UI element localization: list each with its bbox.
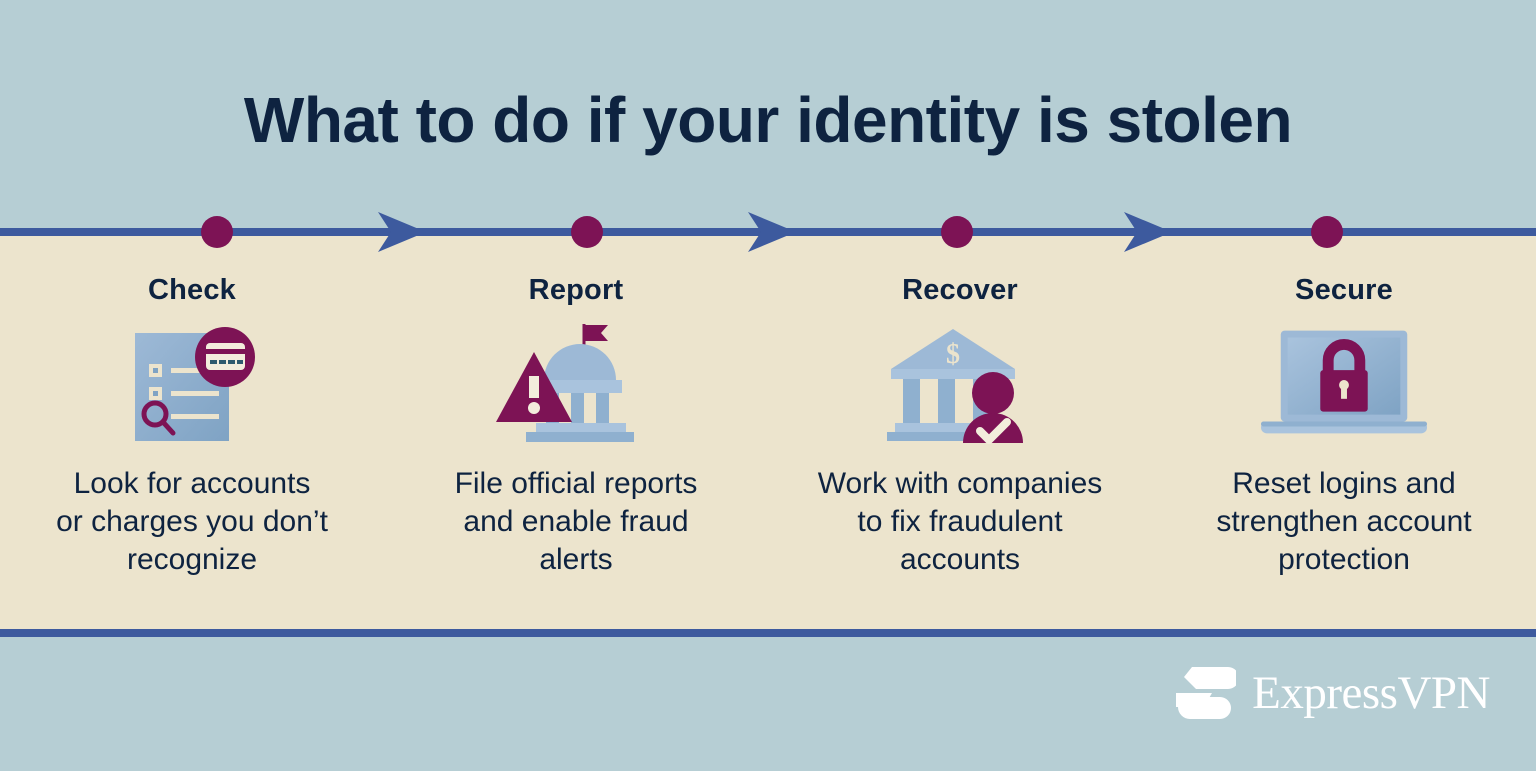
timeline-arrow-icon-2 — [744, 209, 800, 255]
step-description-check: Look for accounts or charges you don’t r… — [56, 467, 328, 576]
step-label-secure: Secure — [1295, 274, 1393, 306]
step-description-secure: Reset logins and strengthen account prot… — [1216, 467, 1472, 576]
step-secure: Secure — [1152, 236, 1536, 629]
timeline-arrow-icon-1 — [374, 209, 430, 255]
step-label-check: Check — [147, 274, 237, 306]
government-building-warning-icon — [491, 323, 661, 443]
step-check: Check — [0, 236, 384, 629]
svg-text:$: $ — [946, 339, 960, 370]
timeline-dot-report — [571, 216, 603, 248]
bank-verified-person-icon: $ — [875, 323, 1045, 444]
steps-row: Check — [0, 236, 1536, 629]
step-description-recover: Work with companies to fix fraudulent ac… — [817, 467, 1103, 576]
step-report: Report — [384, 236, 768, 629]
step-label-recover: Recover — [902, 274, 1018, 306]
timeline-arrow-icon-3 — [1120, 209, 1176, 255]
timeline-dot-recover — [941, 216, 973, 248]
document-search-creditcard-icon — [107, 323, 277, 443]
divider-rule-bottom — [0, 629, 1536, 637]
laptop-padlock-icon — [1259, 323, 1429, 443]
expressvpn-e-mark-icon — [1174, 663, 1240, 723]
step-recover: Recover $ — [768, 236, 1152, 629]
expressvpn-wordmark: ExpressVPN — [1252, 666, 1490, 719]
step-description-report: File official reports and enable fraud a… — [454, 467, 698, 576]
timeline-dot-check — [201, 216, 233, 248]
step-label-report: Report — [528, 274, 624, 306]
timeline-dot-secure — [1311, 216, 1343, 248]
page-title: What to do if your identity is stolen — [243, 84, 1293, 156]
expressvpn-logo[interactable]: ExpressVPN — [1174, 661, 1490, 725]
